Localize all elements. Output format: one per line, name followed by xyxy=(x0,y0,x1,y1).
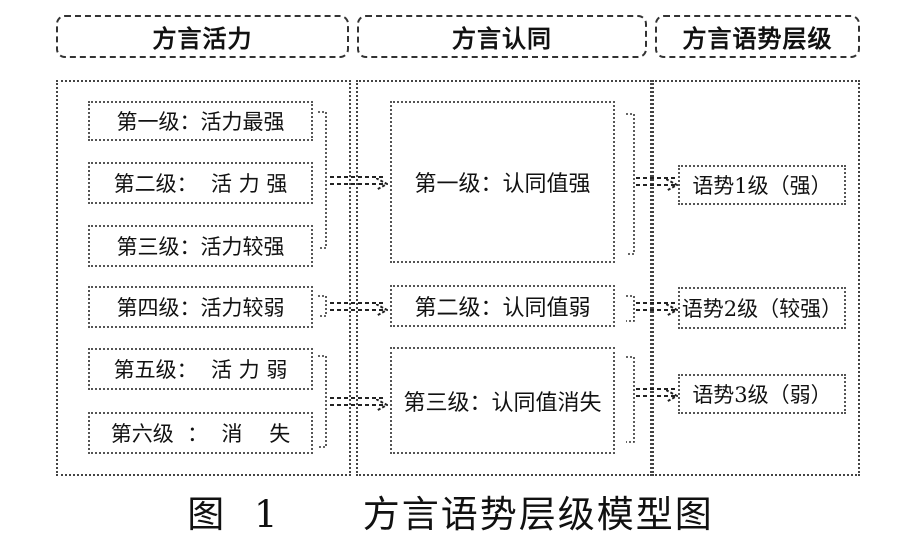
vitality-level-2: 第二级： 活 力 强 xyxy=(88,162,313,204)
identity-level-2: 第二级：认同值弱 xyxy=(390,285,615,327)
panel-gradient xyxy=(652,80,860,476)
gradient-level-2: 语势2级（较强） xyxy=(678,287,846,329)
figure-caption: 图 1 方言语势层级模型图 xyxy=(187,493,714,536)
header-vitality: 方言活力 xyxy=(56,15,349,58)
vitality-level-5: 第五级： 活 力 弱 xyxy=(88,348,313,390)
vitality-level-4: 第四级：活力较弱 xyxy=(88,286,313,328)
identity-level-3: 第三级：认同值消失 xyxy=(390,347,615,454)
panel-identity xyxy=(356,80,652,476)
header-identity: 方言认同 xyxy=(357,15,647,58)
vitality-level-1: 第一级：活力最强 xyxy=(88,101,313,141)
vitality-level-3: 第三级：活力较强 xyxy=(88,225,313,267)
vitality-level-6: 第六级 ： 消 失 xyxy=(88,412,313,454)
header-gradient: 方言语势层级 xyxy=(655,15,860,58)
gradient-level-3: 语势3级（弱） xyxy=(678,374,846,414)
gradient-level-1: 语势1级（强） xyxy=(678,165,846,205)
panel-vitality xyxy=(56,80,351,476)
identity-level-1: 第一级：认同值强 xyxy=(390,101,615,263)
